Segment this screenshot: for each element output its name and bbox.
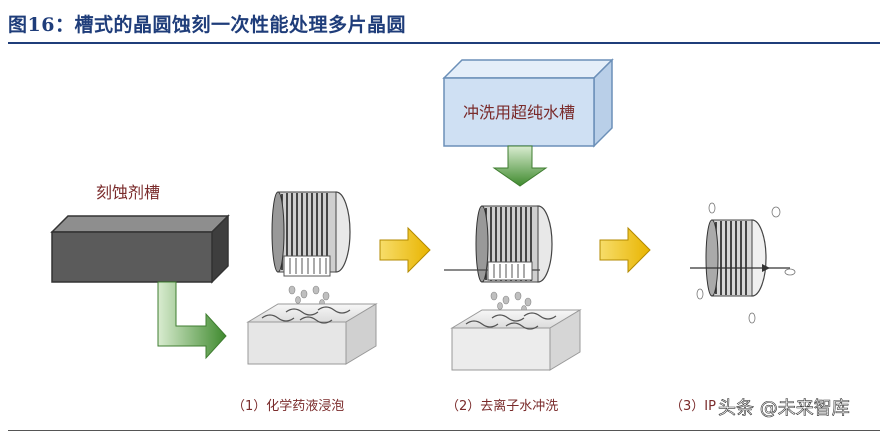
title-divider — [8, 42, 880, 44]
process-arrow-1 — [379, 226, 431, 274]
step-3-label: （3）IP — [670, 399, 716, 414]
rinse-tank: 冲洗用超纯水槽 — [442, 58, 614, 148]
figure-title: 图16：槽式的晶圆蚀刻一次性能处理多片晶圆 — [8, 14, 406, 36]
step-2-label: （2）去离子水冲洗 — [446, 398, 558, 414]
watermark: 头条 @未来智库 — [718, 398, 850, 419]
wafer-cassette-1 — [271, 191, 351, 307]
etchant-feed-arrow — [157, 281, 227, 360]
wafer-cassette-3 — [690, 202, 796, 324]
chemical-bath-1 — [246, 303, 378, 365]
step-1-label: （1）化学药液浸泡 — [232, 398, 344, 414]
etchant-tank-label: 刻蚀剂槽 — [96, 183, 160, 202]
rinse-tank-label: 冲洗用超纯水槽 — [463, 103, 575, 122]
rinse-bath-2 — [450, 309, 582, 371]
etchant-tank — [50, 214, 230, 284]
rinse-down-arrow — [492, 145, 548, 187]
bottom-divider — [8, 430, 880, 431]
wafer-cassette-2 — [444, 205, 553, 313]
process-arrow-2 — [599, 226, 651, 274]
